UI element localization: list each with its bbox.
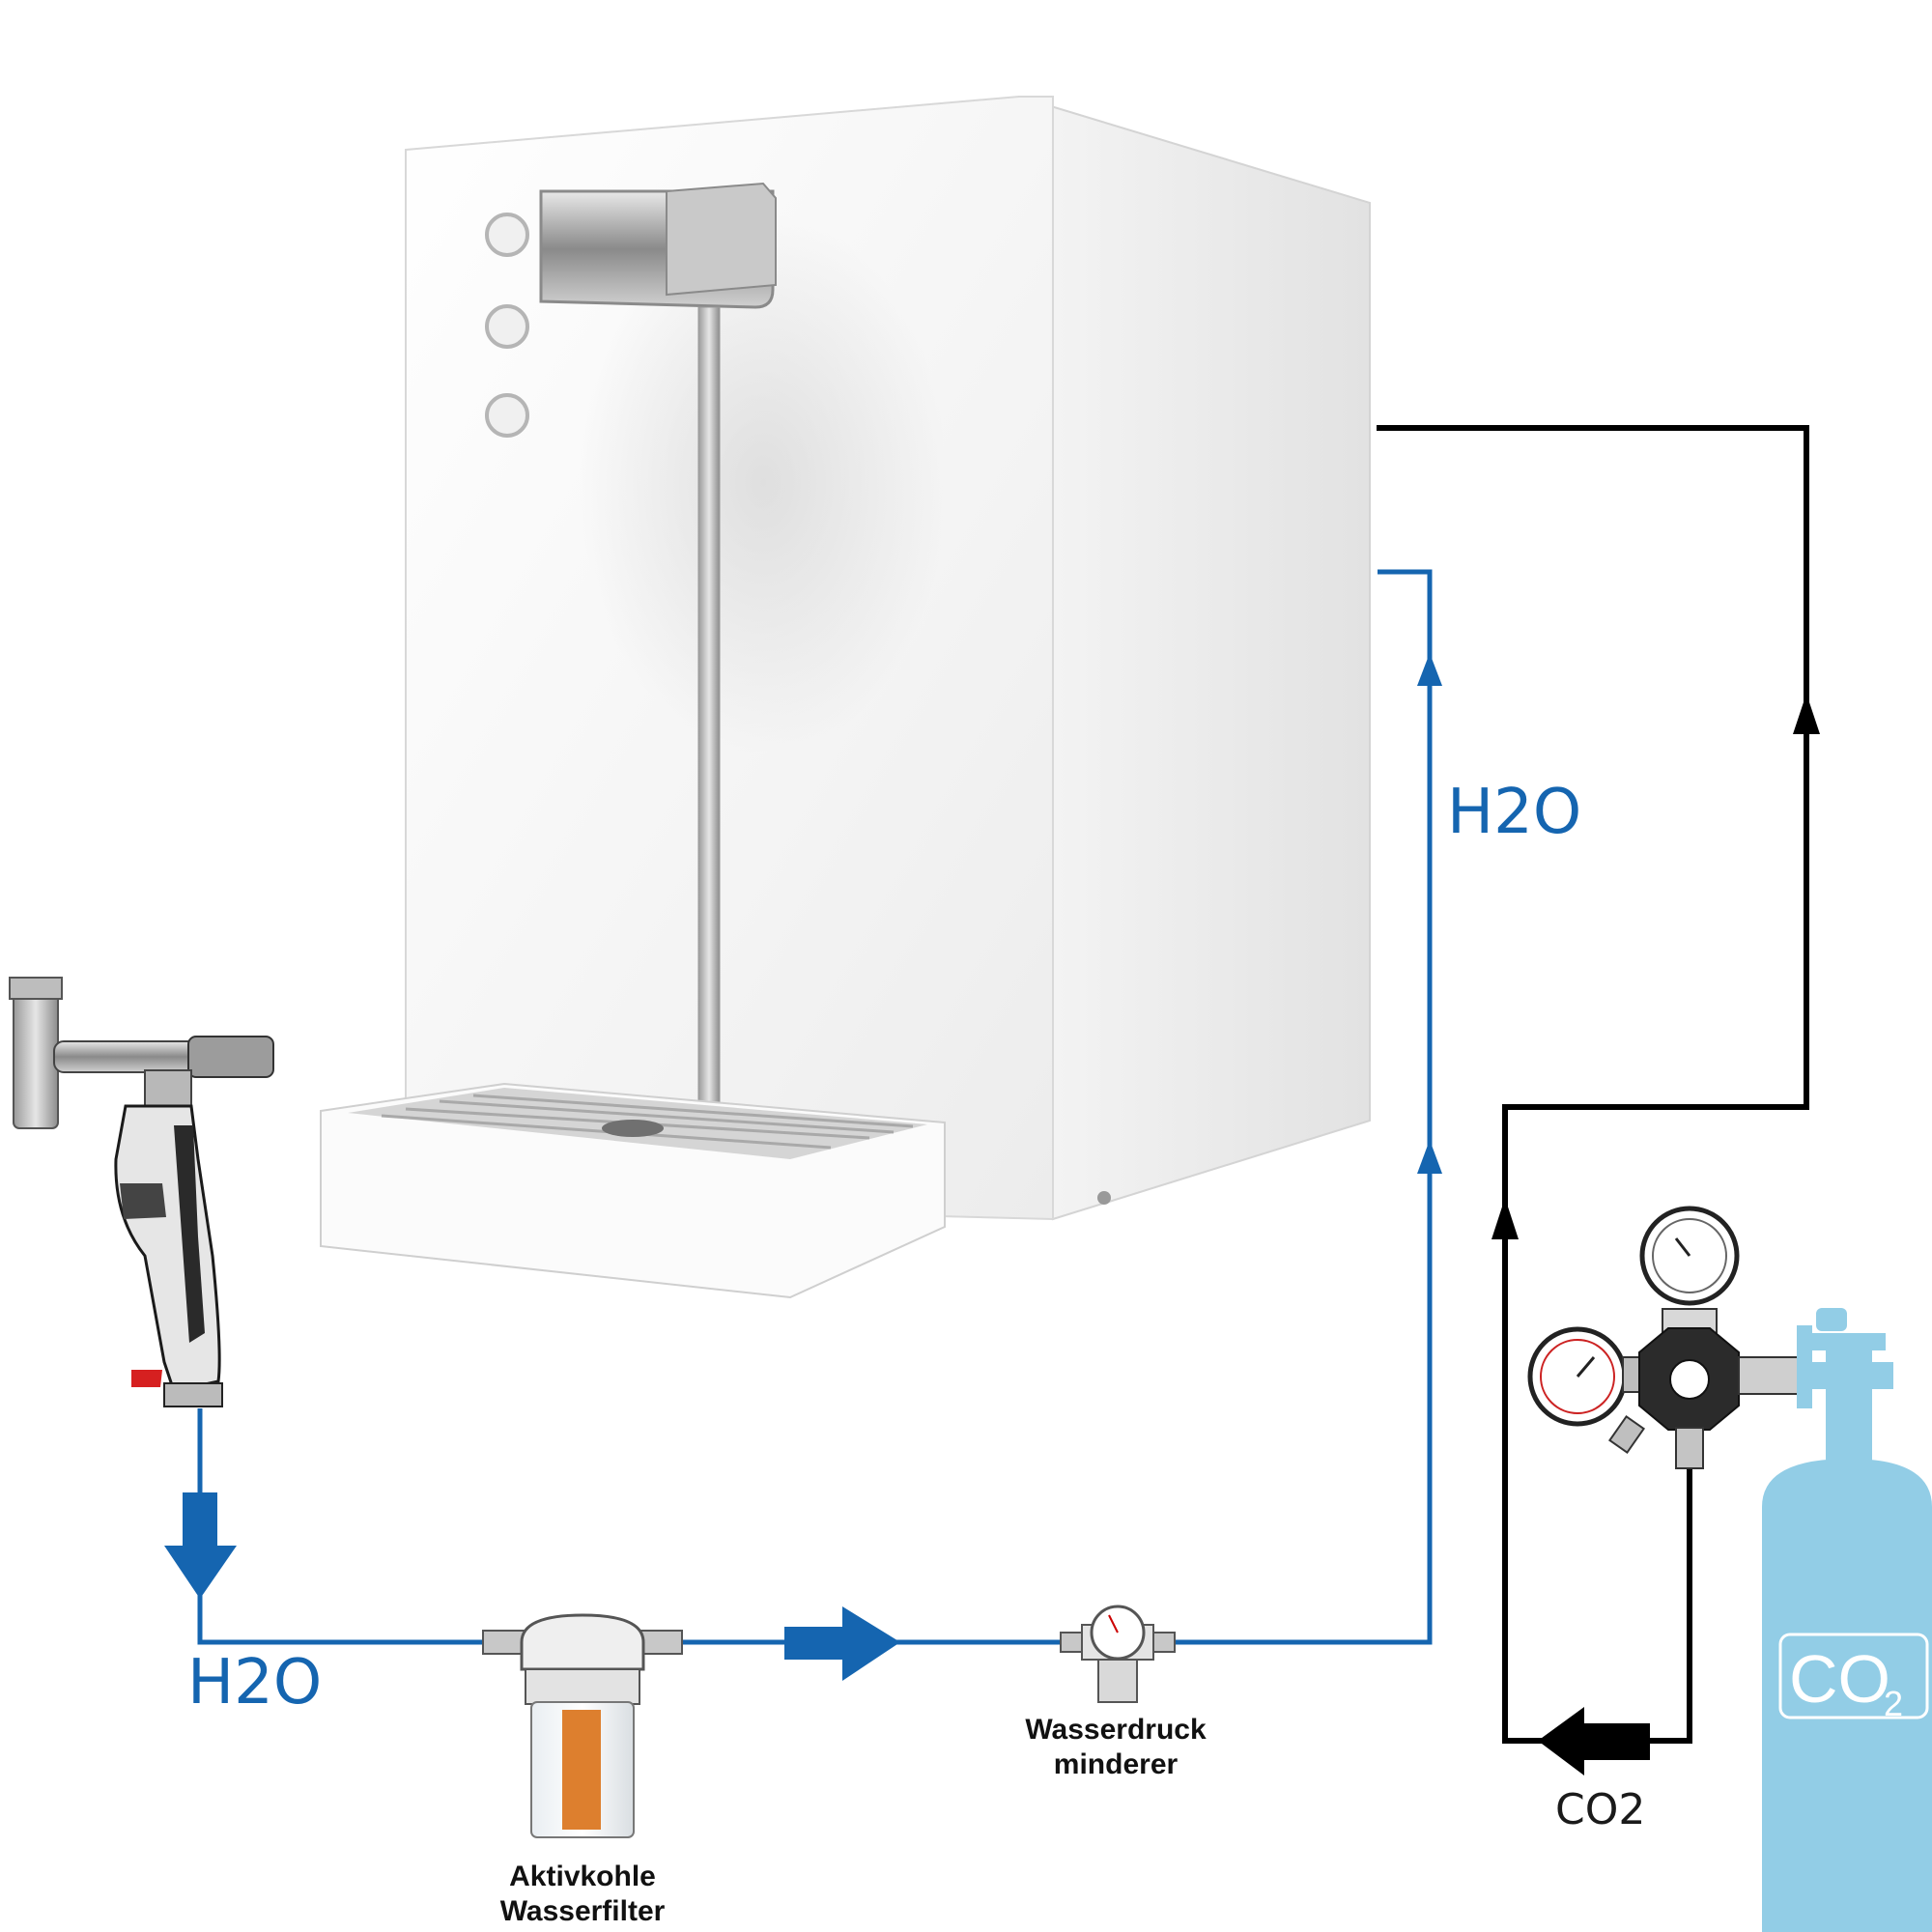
- dispenser-buttons: [485, 213, 529, 438]
- carbon-filter-icon: [482, 1613, 683, 1838]
- label-filter-1: Aktivkohle: [509, 1861, 656, 1892]
- label-h2o-upper: H2O: [1447, 777, 1581, 848]
- pressure-reducer-icon: [1060, 1605, 1176, 1703]
- angle-valve-icon: [9, 977, 274, 1407]
- water-dispenser-icon: [320, 96, 1371, 1299]
- label-pressure-reducer-1: Wasserdruck: [1025, 1714, 1207, 1746]
- cylinder-badge-sub: 2: [1884, 1684, 1903, 1723]
- label-pressure-reducer-2: minderer: [1054, 1748, 1179, 1780]
- label-co2-line: CO2: [1555, 1785, 1645, 1834]
- co2-regulator-icon: [1527, 1206, 1800, 1469]
- co2-line: [1377, 425, 1809, 1744]
- label-h2o-lower: H2O: [187, 1647, 322, 1719]
- co2-cylinder-icon: [1762, 1308, 1932, 1932]
- co2-flow-arrows: [1492, 694, 1820, 1776]
- cylinder-badge-main: CO: [1789, 1641, 1890, 1717]
- water-flow-arrows: [164, 653, 1442, 1681]
- label-filter-2: Wasserfilter: [500, 1895, 666, 1927]
